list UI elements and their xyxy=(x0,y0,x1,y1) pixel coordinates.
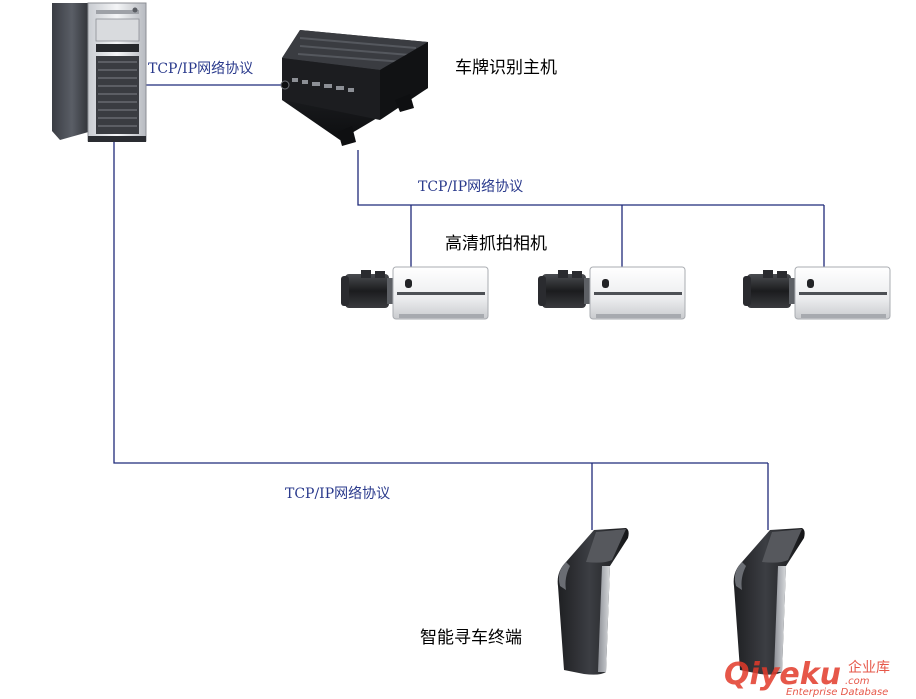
link-server-to-terminal-bus xyxy=(113,140,768,464)
watermark-cn-name: 企业库 xyxy=(848,659,890,676)
hd-cameras-label: 高清抓拍相机 xyxy=(445,234,547,254)
connection-lines xyxy=(113,84,825,530)
terminal-kiosk-2 xyxy=(733,528,805,675)
terminal-kiosk-1 xyxy=(557,528,629,675)
watermark-domain: .com xyxy=(845,676,870,687)
lpr-host-box xyxy=(280,30,428,146)
smart-terminals-label: 智能寻车终端 xyxy=(420,628,522,648)
server-tower xyxy=(52,2,147,142)
watermark-subtitle: Enterprise Database xyxy=(786,687,888,698)
watermark: Qiyeku .com 企业库 Enterprise Database xyxy=(724,657,890,698)
camera-3 xyxy=(743,266,891,320)
protocol-label-middle: TCP/IP网络协议 xyxy=(418,179,523,195)
protocol-label-bottom: TCP/IP网络协议 xyxy=(285,486,390,502)
protocol-label-top: TCP/IP网络协议 xyxy=(148,61,253,77)
link-host-to-camera-bus xyxy=(357,150,824,206)
camera-2 xyxy=(538,266,686,320)
camera-1 xyxy=(341,266,489,320)
lpr-host-label: 车牌识别主机 xyxy=(455,58,557,78)
watermark-brand: Qiyeku xyxy=(724,657,841,692)
